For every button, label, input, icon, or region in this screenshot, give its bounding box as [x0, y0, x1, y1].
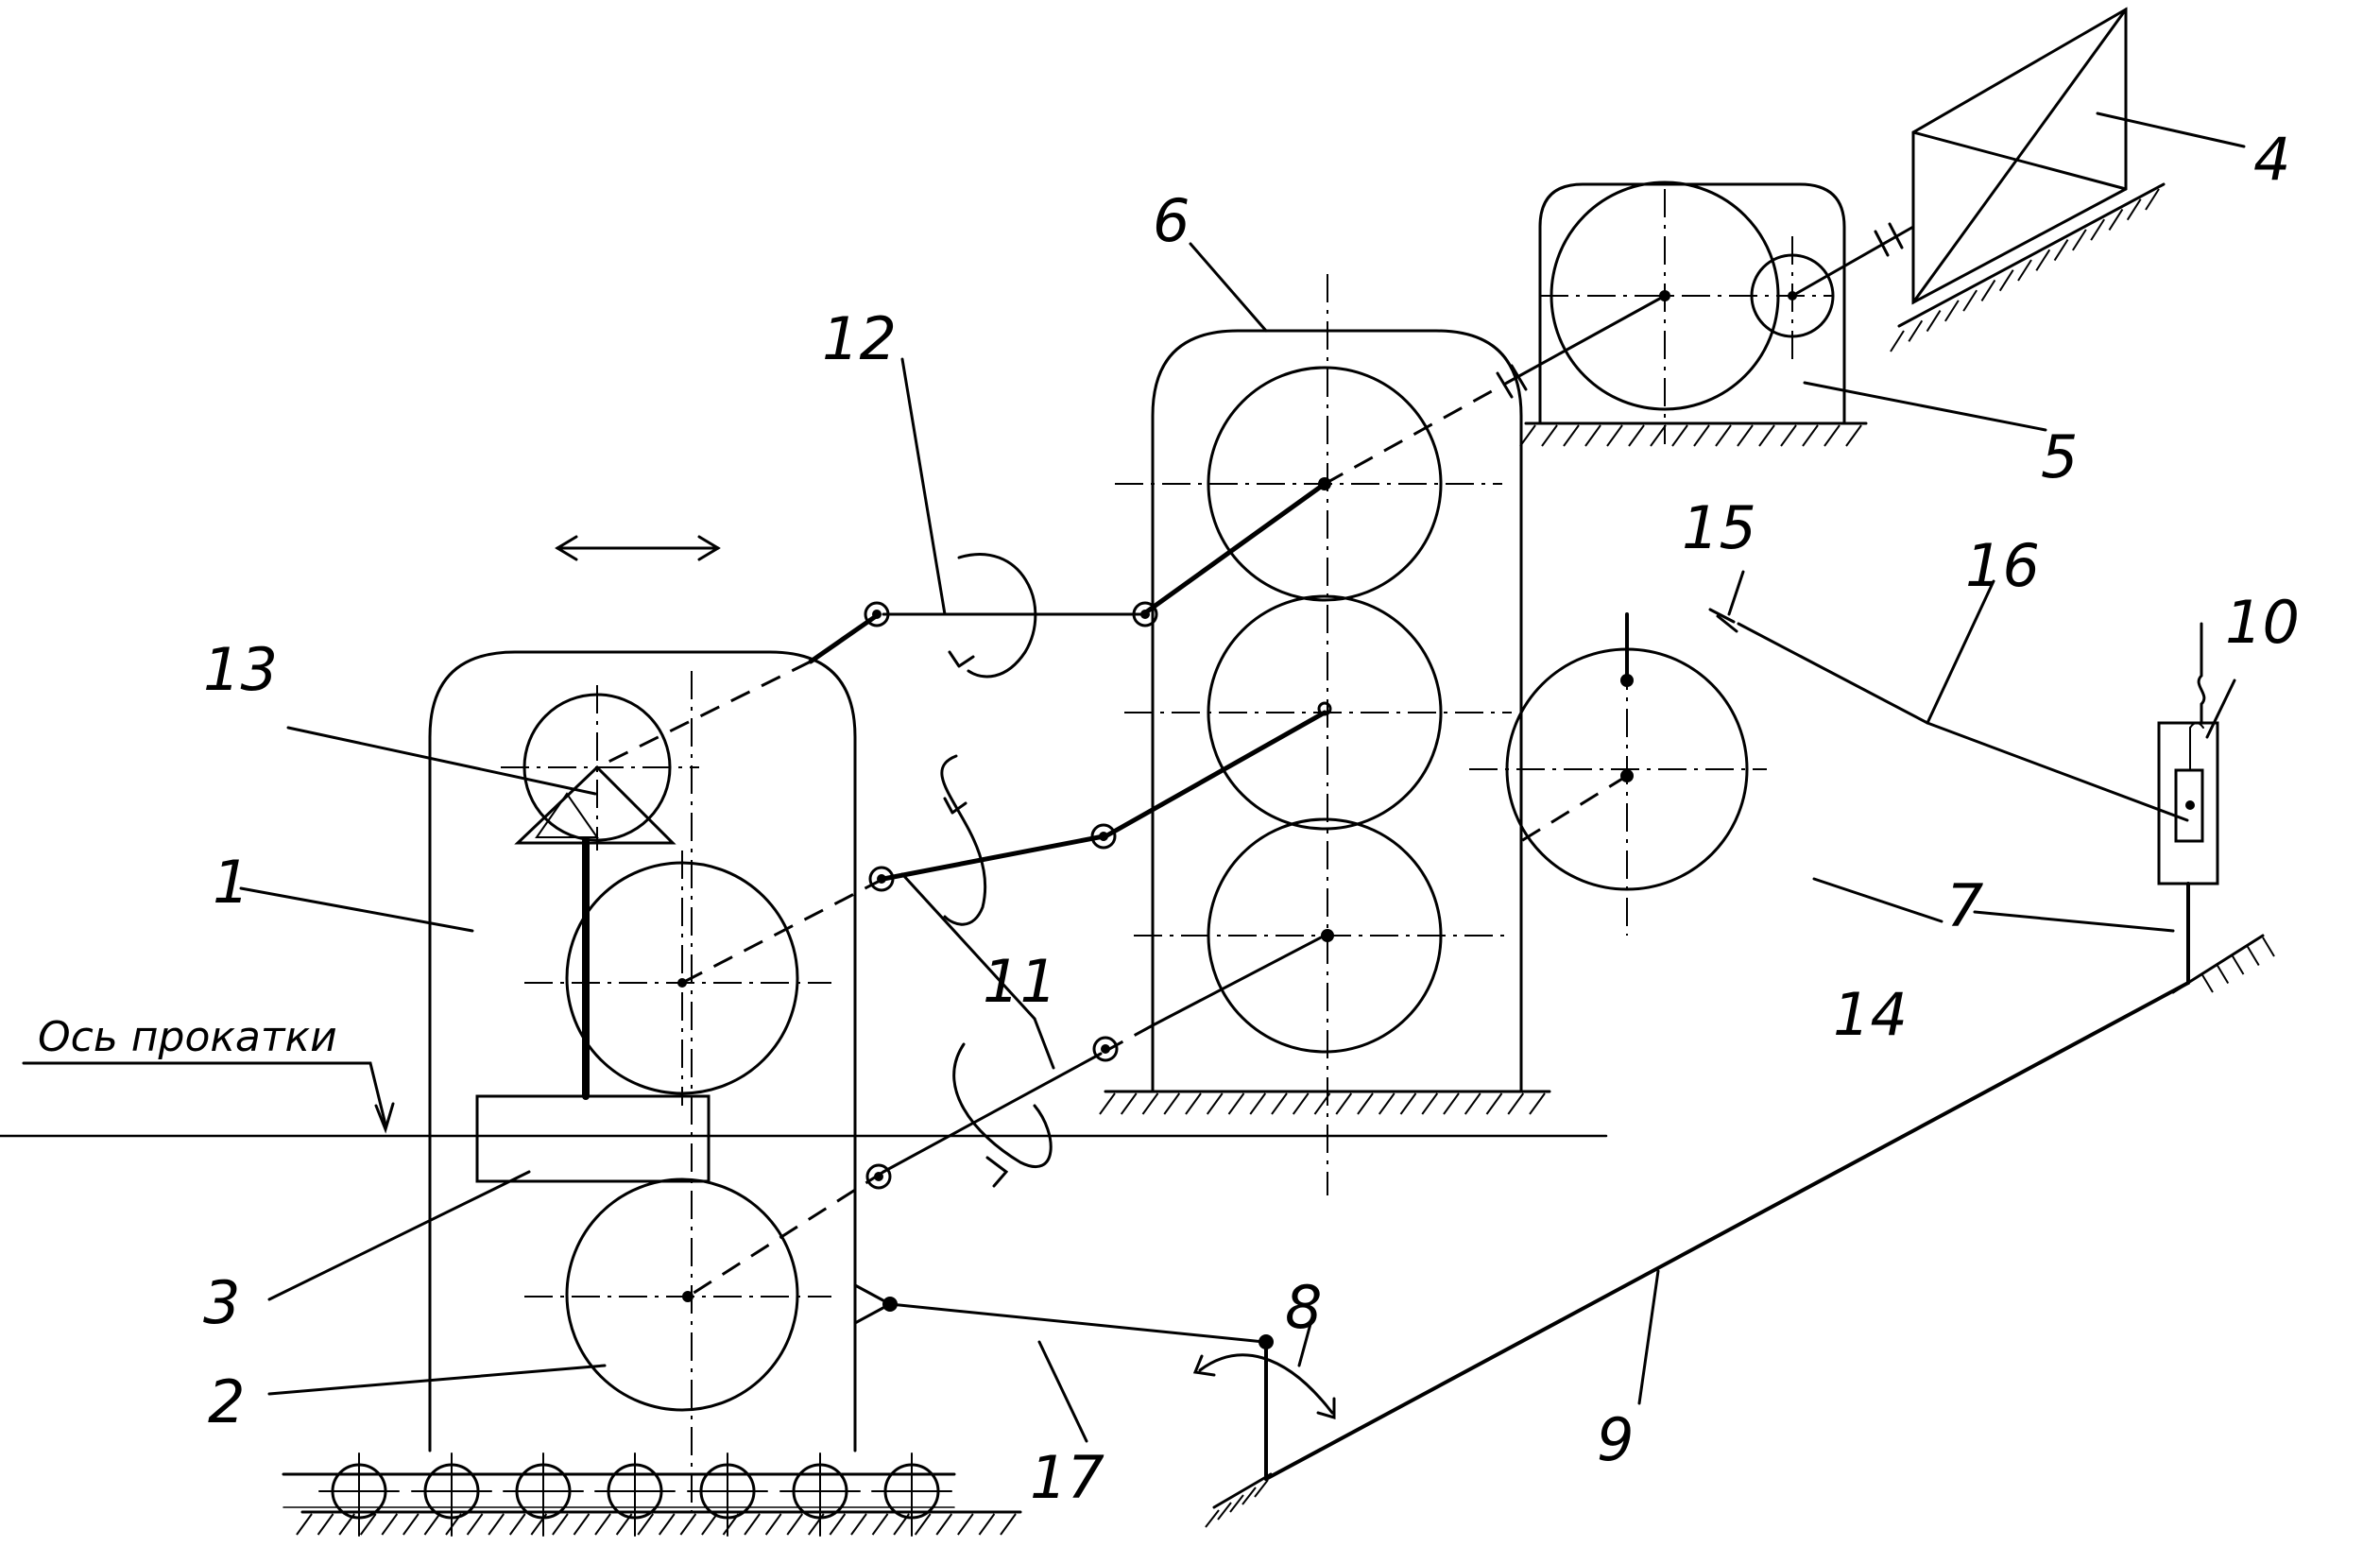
- label-15: 15: [1682, 493, 1756, 562]
- callout-labels: 1 2 3 4 5 6 7 8 9 10 11 12 13 14 15 16 1…: [203, 125, 2300, 1512]
- spindles: [597, 484, 1325, 1297]
- rolling-axis: Ось прокатки: [0, 1013, 1606, 1136]
- label-1: 1: [213, 848, 249, 917]
- label-8: 8: [1285, 1273, 1322, 1342]
- label-4: 4: [2253, 125, 2290, 194]
- label-2: 2: [208, 1367, 245, 1436]
- lever-15-16: [1710, 610, 2187, 820]
- roller-table: [283, 1453, 1020, 1536]
- label-14: 14: [1833, 980, 1908, 1049]
- label-5: 5: [2041, 422, 2078, 491]
- leader-lines: [241, 113, 2244, 1441]
- motor-4: [1891, 9, 2164, 352]
- lever-system: [855, 936, 2274, 1527]
- label-13: 13: [203, 635, 278, 704]
- billet-3: [477, 1096, 709, 1181]
- label-11: 11: [983, 947, 1057, 1016]
- lower-roll-2: [524, 1179, 831, 1410]
- label-17: 17: [1030, 1443, 1104, 1512]
- label-6: 6: [1153, 186, 1190, 255]
- shaft-reducer-to-stand: [1325, 296, 1665, 484]
- label-3: 3: [203, 1268, 240, 1337]
- stand-1: [430, 652, 855, 1512]
- double-arrow-icon: [557, 537, 718, 559]
- pinion-stand-6: [1100, 274, 1550, 1195]
- measuring-wheel-14: [1469, 614, 1767, 936]
- label-7: 7: [1946, 871, 1983, 940]
- upper-roll: [524, 851, 831, 1106]
- label-16: 16: [1965, 531, 2040, 600]
- pressure-device-13: [501, 685, 699, 1096]
- label-12: 12: [822, 304, 897, 373]
- rolling-axis-label: Ось прокатки: [38, 1013, 337, 1061]
- reducer-5: [1520, 182, 1866, 446]
- label-10: 10: [2225, 588, 2300, 657]
- label-9: 9: [1597, 1405, 1634, 1474]
